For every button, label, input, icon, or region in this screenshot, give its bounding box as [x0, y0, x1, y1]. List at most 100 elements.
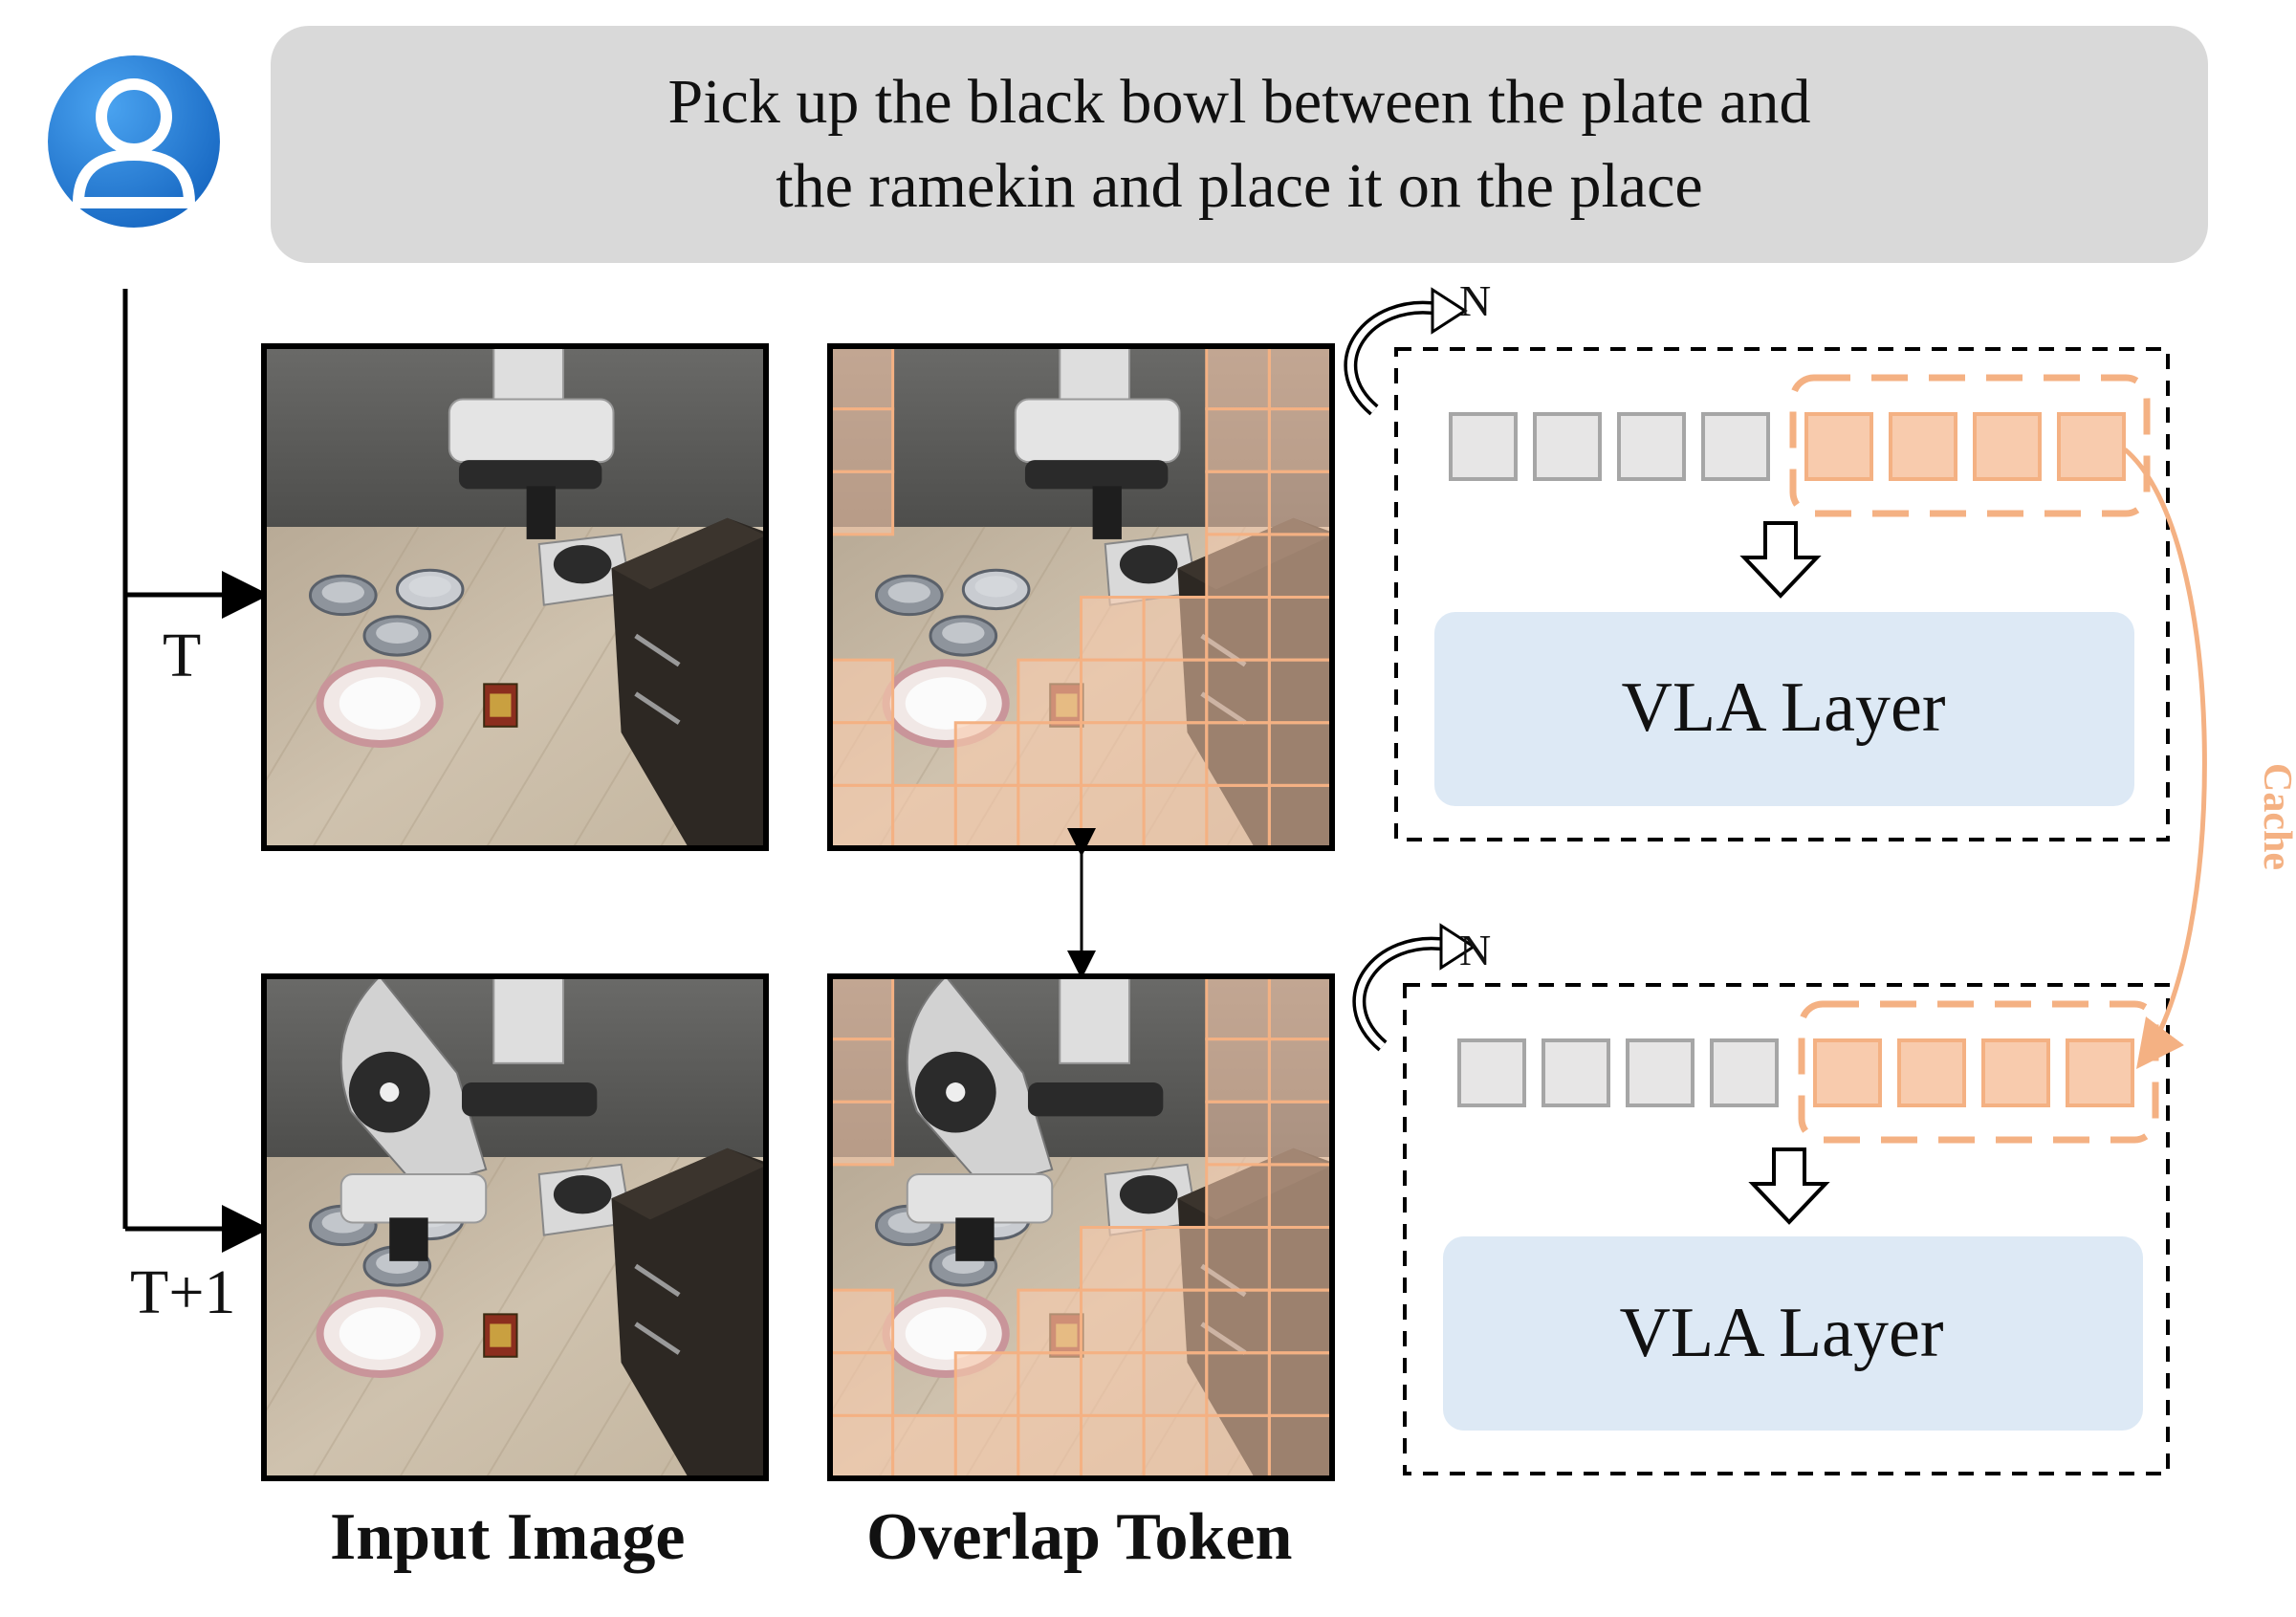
overlap-token-cell [1267, 1226, 1334, 1292]
overlap-token-cell [828, 1038, 895, 1103]
overlap-token-cell [1267, 533, 1334, 599]
overlap-token-cell [953, 1413, 1020, 1480]
overlap-token-cell [1205, 470, 1271, 536]
overlap-token-cell [828, 407, 895, 473]
timeline [122, 289, 270, 1253]
vla-layer-box [1434, 612, 2134, 806]
overlap-token-cell [1267, 1288, 1334, 1355]
overlap-token-cell [953, 1351, 1020, 1417]
vla-layer-box [1443, 1236, 2143, 1431]
overlap-token-cell [828, 344, 895, 411]
overlap-token-cell [1080, 1351, 1146, 1417]
overlap-token-cell [1080, 783, 1146, 850]
overlap-token-cell [828, 783, 895, 850]
overlap-token-cell [1142, 783, 1209, 850]
overlap-token-cell [1080, 1413, 1146, 1480]
overlap-token-cell [828, 974, 895, 1041]
overlap-token-cell [953, 783, 1020, 850]
overlap-token-cell [1267, 1163, 1334, 1229]
overlap-token-cell [1267, 721, 1334, 787]
overlap-token-cell [828, 1100, 895, 1167]
overlap-token-cell [828, 470, 895, 536]
overlap-token-grid [828, 974, 1334, 1480]
overlap-token-cell [1205, 1351, 1271, 1417]
overlap-token-cell [1205, 533, 1271, 599]
token-cached [1981, 1038, 2050, 1107]
overlap-token-cell [1205, 1413, 1271, 1480]
token-cached [1897, 1038, 1966, 1107]
token-new [1533, 412, 1602, 481]
vla-layer-label-bottom: VLA Layer [1619, 1293, 1944, 1372]
overlap-token-cell [1142, 1288, 1209, 1355]
token-new [1617, 412, 1686, 481]
overlap-token-cell [1205, 1100, 1271, 1167]
overlap-token-cell [1080, 1226, 1146, 1292]
overlap-token-cell [1142, 1413, 1209, 1480]
overlap-token-cell [1205, 658, 1271, 725]
overlap-token-cell [1267, 1038, 1334, 1103]
loop-label-bottom: N [1459, 926, 1492, 974]
caption-overlap-token: Overlap Token [866, 1500, 1293, 1574]
overlap-token-cell [1205, 1163, 1271, 1229]
layer-panel-t [1344, 287, 2170, 841]
overlap-token-cell [891, 783, 957, 850]
overlap-token-grid [828, 344, 1334, 850]
token-new [1710, 1038, 1779, 1107]
cache-arrow [2123, 448, 2207, 1070]
token-cached [1973, 412, 2042, 481]
overlap-token-cell [1017, 1413, 1082, 1480]
overlap-token-cell [1205, 407, 1271, 473]
overlap-token-cell [1267, 783, 1334, 850]
overlap-token-cell [1205, 721, 1271, 787]
overlap-token-cell [1017, 783, 1082, 850]
overlap-token-cell [1205, 974, 1271, 1041]
overlap-token-cell [1080, 721, 1146, 787]
overlap-token-cell [1142, 1351, 1209, 1417]
input-image-t [261, 343, 769, 851]
token-row [1457, 1038, 2134, 1107]
overlap-image-t [827, 343, 1335, 851]
loop-arrow-icon [1352, 923, 1476, 1052]
overlap-token-cell [1142, 658, 1209, 725]
overlap-image-t1 [827, 973, 1335, 1481]
token-cached [2057, 412, 2126, 481]
overlap-token-cell [1017, 721, 1082, 787]
cached-token-region [1798, 1000, 2159, 1144]
overlap-token-cell [1267, 1100, 1334, 1167]
overlap-token-cell [1267, 344, 1334, 411]
overlap-token-cell [1267, 596, 1334, 662]
overlap-token-cell [828, 658, 895, 725]
cached-token-region [1789, 374, 2151, 517]
token-new [1449, 412, 1518, 481]
token-cached [1804, 412, 1873, 481]
token-new [1457, 1038, 1526, 1107]
overlap-token-cell [1267, 1413, 1334, 1480]
hollow-down-arrow-icon [1748, 1147, 1830, 1225]
token-new [1626, 1038, 1695, 1107]
token-row [1449, 412, 2126, 481]
overlap-token-cell [1017, 1288, 1082, 1355]
overlap-token-cell [828, 1413, 895, 1480]
layer-panel-t1 [1352, 923, 2170, 1475]
vla-layer-label-top: VLA Layer [1621, 667, 1946, 747]
instruction-line-2: the ramekin and place it on the place [776, 151, 1703, 221]
token-cached [2066, 1038, 2134, 1107]
overlap-token-cell [1080, 658, 1146, 725]
overlap-token-cell [1017, 1351, 1082, 1417]
loop-label-top: N [1459, 276, 1492, 325]
token-cached [1889, 412, 1957, 481]
overlap-token-cell [828, 1288, 895, 1355]
overlap-token-cell [1267, 470, 1334, 536]
instruction-box: Pick up the black bowl between the plate… [271, 26, 2208, 263]
token-cached [1813, 1038, 1882, 1107]
overlap-token-cell [1267, 1351, 1334, 1417]
cache-label: Cache [2254, 763, 2296, 870]
overlap-token-cell [1080, 1288, 1146, 1355]
overlap-token-cell [828, 1351, 895, 1417]
overlap-token-cell [1017, 658, 1082, 725]
hollow-down-arrow-icon [1739, 521, 1822, 599]
overlap-token-cell [1142, 596, 1209, 662]
overlap-token-cell [1267, 974, 1334, 1041]
instruction-line-1: Pick up the black bowl between the plate… [667, 67, 1811, 137]
